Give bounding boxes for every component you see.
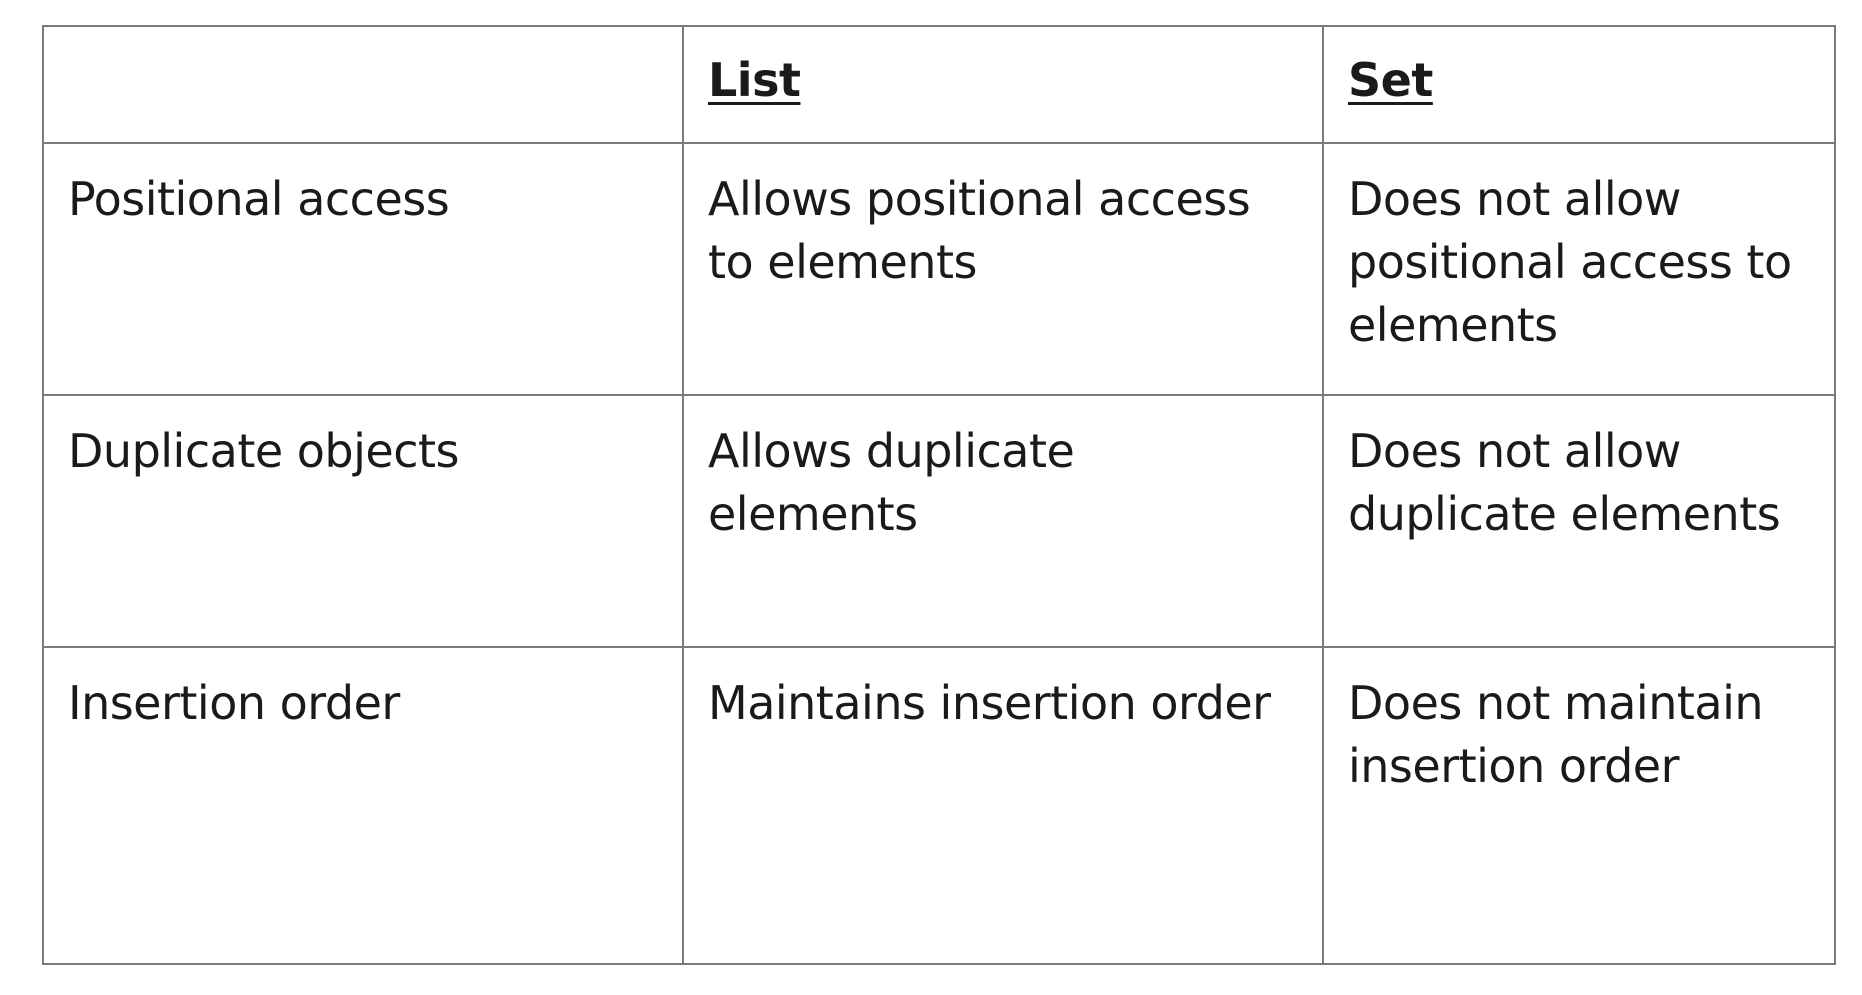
table-row: Duplicate objects Allows duplicate eleme… <box>42 394 1836 648</box>
header-corner-cell <box>42 25 684 144</box>
set-cell: Does not maintain insertion order <box>1322 646 1836 965</box>
list-cell: Allows positional access to elements <box>682 142 1324 396</box>
feature-cell: Duplicate objects <box>42 394 684 648</box>
table-row: Positional access Allows positional acce… <box>42 142 1836 396</box>
header-list-label: List <box>708 53 801 107</box>
table-header-row: List Set <box>42 25 1836 144</box>
header-set-label: Set <box>1348 53 1433 107</box>
feature-cell: Insertion order <box>42 646 684 965</box>
list-cell: Maintains insertion order <box>682 646 1324 965</box>
table-row: Insertion order Maintains insertion orde… <box>42 646 1836 965</box>
set-cell: Does not allow positional access to elem… <box>1322 142 1836 396</box>
list-vs-set-comparison-table: List Set Positional access Allows positi… <box>42 25 1836 965</box>
header-list-cell: List <box>682 25 1324 144</box>
set-cell: Does not allow duplicate elements <box>1322 394 1836 648</box>
list-cell: Allows duplicate elements <box>682 394 1324 648</box>
header-set-cell: Set <box>1322 25 1836 144</box>
feature-cell: Positional access <box>42 142 684 396</box>
